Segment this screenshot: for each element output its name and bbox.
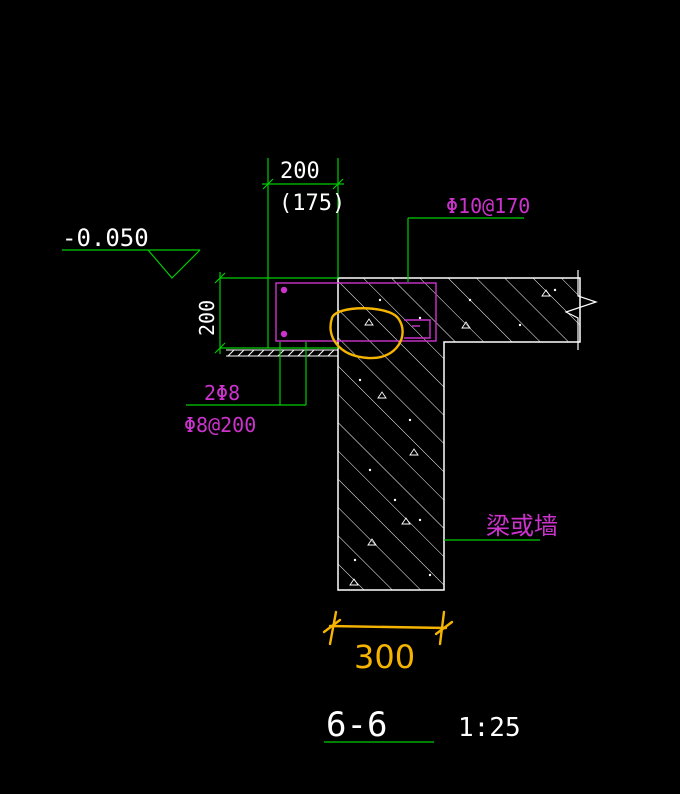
section-title: 6-6 [326,705,387,745]
concrete-section [337,270,598,591]
slab-rebar-label: Φ10@170 [446,194,530,218]
rebar-lines [275,282,437,342]
annotation-texts: 200 (175) -0.050 200 Φ10@170 2Φ8 Φ8@200 … [62,159,558,745]
level-mark-text: -0.050 [62,224,149,252]
ground-hatch [226,349,338,357]
dimension-lines [62,158,540,743]
ledge-rebar-long-label: 2Φ8 [204,381,240,405]
ledge-outline [220,277,338,349]
wall-width-annotation: 300 [354,638,415,676]
scale-text: 1:25 [458,713,521,743]
wall-label: 梁或墙 [486,512,558,540]
dim-left-text: 200 [195,300,219,336]
ledge-rebar-stirrup-label: Φ8@200 [184,413,256,437]
highlight-circle [329,307,404,360]
markup-annotations [322,307,454,646]
dim-top-primary: 200 [280,159,320,184]
dim-top-secondary: (175) [279,191,345,216]
